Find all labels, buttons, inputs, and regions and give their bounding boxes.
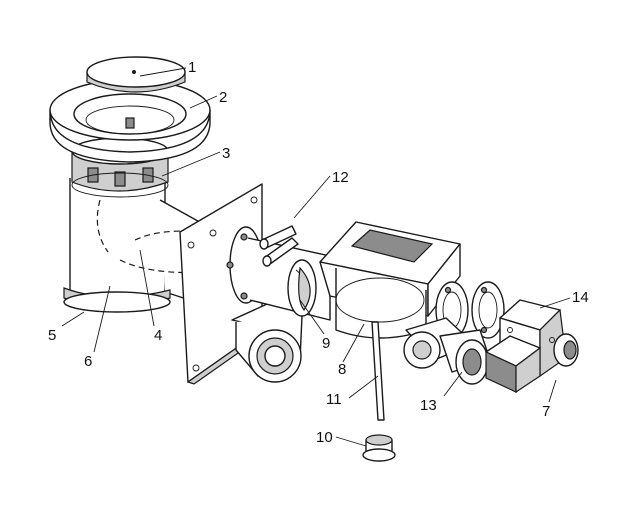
gear-motor: [485, 299, 579, 394]
callout-4: 4: [154, 327, 162, 344]
callout-10: 10: [316, 429, 333, 446]
support-rod: [371, 321, 385, 421]
leader-lines: [61, 67, 571, 447]
callout-6: 6: [84, 353, 92, 370]
callout-14: 14: [572, 289, 589, 306]
callout-2: 2: [219, 89, 227, 106]
callout-7: 7: [542, 403, 550, 420]
callout-13: 13: [420, 397, 437, 414]
callout-1: 1: [188, 59, 196, 76]
hopper-connector: [319, 221, 461, 339]
top-cover-disc: [86, 56, 186, 93]
inlet-pipes: [259, 225, 299, 267]
callout-9: 9: [322, 335, 330, 352]
callout-12: 12: [332, 169, 349, 186]
callout-labels: 1 2 3 4 5 6 7 8 9 10 11 12 13 14: [48, 59, 589, 446]
foot-cap: [362, 434, 396, 462]
callout-3: 3: [222, 145, 230, 162]
callout-8: 8: [338, 361, 346, 378]
top-flange-ring: [49, 79, 211, 163]
callout-5: 5: [48, 327, 56, 344]
callout-11: 11: [326, 391, 342, 408]
